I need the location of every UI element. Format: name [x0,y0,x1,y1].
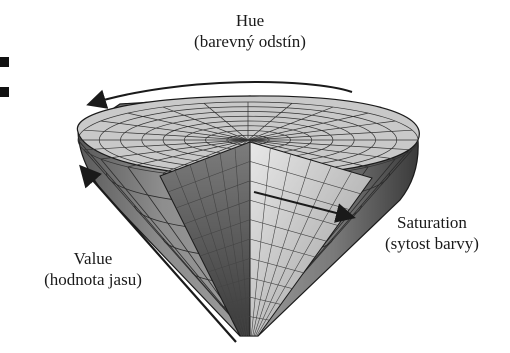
top-spoke-line [247,120,396,141]
hue-title: Hue [235,11,265,30]
cone-cut-grid [167,147,361,337]
top-spoke-line [247,106,334,141]
top-spoke-line [100,139,249,160]
top-spoke-line [247,129,413,141]
top-spoke-line [162,139,249,174]
top-spoke-line [127,112,249,141]
cut-face-column-line [189,164,244,337]
value-subtitle: (hodnota jasu) [44,270,142,289]
cut-face-column-line [255,165,332,337]
top-spoke-line [83,129,249,141]
top-spoke-line [100,120,249,141]
cut-face-column-line [252,153,291,337]
colon-glyph [0,57,9,97]
value-arrow-icon [79,164,237,343]
saturation-arrow-icon [253,191,356,223]
top-spoke-line [247,139,396,160]
top-spoke-line [203,103,249,141]
saturation-subtitle: (sytost barvy) [385,234,479,253]
cut-face-column-line [253,159,312,337]
cut-face-column-line [204,158,246,337]
top-spoke-line [247,103,293,141]
top-spoke-line [127,139,249,168]
top-spoke-line [247,112,369,141]
saturation-title: Saturation [397,213,467,232]
cut-face-column-line [219,153,247,337]
cut-face-column-line [251,147,271,337]
value-label: Value (hodnota jasu) [8,248,178,290]
top-spoke-line [247,139,369,168]
top-spoke-line [83,139,249,151]
hue-subtitle: (barevný odstín) [194,32,306,51]
hue-label: Hue (barevný odstín) [150,10,350,52]
top-spoke-line [162,106,249,141]
value-title: Value [73,249,113,268]
cut-face-column-line [234,147,249,337]
top-spoke-line [247,139,413,151]
hue-arrow-icon [86,81,353,109]
saturation-label: Saturation (sytost barvy) [352,212,510,254]
cut-face-column-line [256,171,352,337]
cut-face-column-line [174,170,242,337]
